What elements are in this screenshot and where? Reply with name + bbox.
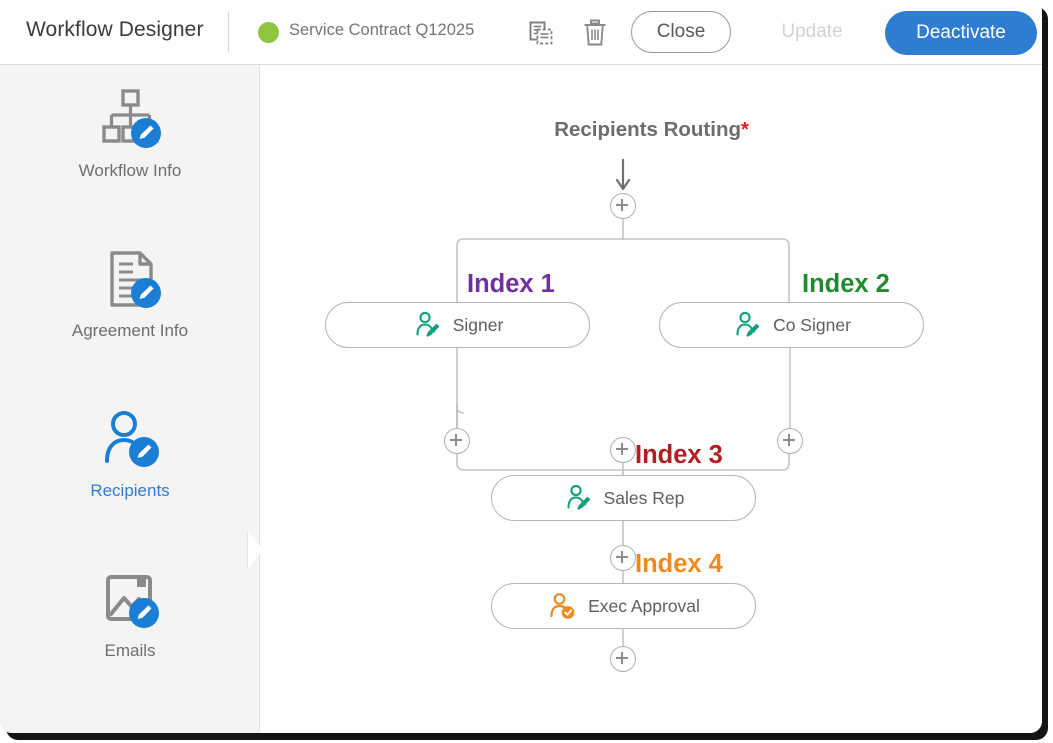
- sidebar-item-agreement-info[interactable]: Agreement Info: [0, 247, 260, 375]
- close-button[interactable]: Close: [631, 11, 731, 53]
- copy-workflow-button[interactable]: [522, 14, 560, 52]
- recipient-node-signer[interactable]: Signer: [325, 302, 590, 348]
- signer-pen-icon: [732, 310, 762, 340]
- document-edit-icon: [94, 247, 166, 315]
- approver-check-icon: [547, 591, 577, 621]
- recipient-node-exec-approval[interactable]: Exec Approval: [491, 583, 756, 629]
- recipient-node-label: Signer: [452, 314, 504, 335]
- document-name-label: Service Contract Q12025: [289, 21, 475, 39]
- workflow-canvas: Recipients Routing*: [261, 65, 1042, 733]
- flow-connectors: [456, 159, 791, 658]
- signer-pen-icon: [412, 310, 442, 340]
- required-asterisk: *: [741, 119, 749, 141]
- sidebar-item-workflow-info[interactable]: Workflow Info: [0, 87, 260, 215]
- recipient-node-sales-rep[interactable]: Sales Rep: [491, 475, 756, 521]
- sidebar-item-label: Workflow Info: [78, 161, 182, 180]
- deactivate-button[interactable]: Deactivate: [885, 11, 1037, 55]
- copy-icon: [529, 21, 553, 45]
- person-edit-icon: [94, 407, 166, 475]
- add-node-branch-right-bottom-button[interactable]: [777, 428, 803, 454]
- recipient-node-label: Exec Approval: [588, 595, 700, 616]
- add-node-top-button[interactable]: [610, 193, 636, 219]
- add-node-after-merge-button[interactable]: [610, 437, 636, 463]
- workflow-designer-window: Workflow Designer Service Contract Q1202…: [0, 0, 1042, 733]
- delete-workflow-button[interactable]: [576, 14, 614, 52]
- org-chart-edit-icon: [94, 87, 166, 155]
- status-indicator-dot: [258, 22, 279, 43]
- update-button: Update: [762, 11, 862, 53]
- sidebar-item-label: Emails: [104, 641, 156, 660]
- add-node-bottom-button[interactable]: [610, 646, 636, 672]
- left-sidebar: Workflow Info Agreement Info: [0, 65, 263, 733]
- flow-title-text: Recipients Routing: [554, 118, 741, 141]
- recipient-node-label: Co Signer: [773, 314, 851, 335]
- trash-icon: [584, 19, 606, 46]
- recipient-node-label: Sales Rep: [603, 487, 685, 508]
- sidebar-item-emails[interactable]: Emails: [0, 567, 260, 695]
- page-title: Workflow Designer: [26, 18, 204, 41]
- recipient-node-co-signer[interactable]: Co Signer: [659, 302, 924, 348]
- header-divider: [228, 12, 229, 52]
- sidebar-item-label: Recipients: [90, 481, 170, 500]
- flow-title: Recipients Routing*: [261, 118, 1042, 142]
- app-header: Workflow Designer Service Contract Q1202…: [0, 0, 1042, 65]
- add-node-branch-left-bottom-button[interactable]: [444, 428, 470, 454]
- sidebar-item-recipients[interactable]: Recipients: [0, 407, 260, 535]
- add-node-after-index3-button[interactable]: [610, 545, 636, 571]
- image-mail-edit-icon: [94, 567, 166, 635]
- signer-pen-icon: [563, 483, 593, 513]
- sidebar-item-label: Agreement Info: [71, 321, 189, 340]
- active-item-caret-icon: [248, 531, 263, 569]
